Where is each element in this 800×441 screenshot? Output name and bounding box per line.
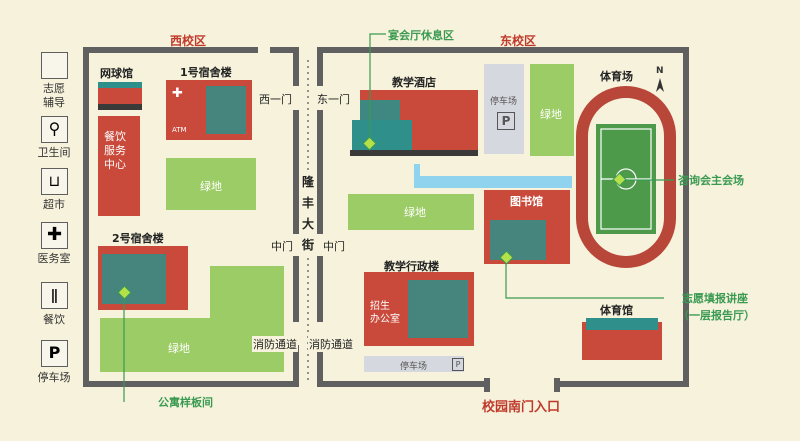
legend-label-restroom: 卫生间 [37, 146, 71, 159]
fork-knife-icon: ǁ [41, 282, 68, 309]
tennis-hall-label: 网球馆 [100, 67, 133, 80]
library-label: 图书馆 [510, 195, 543, 208]
gym-building [582, 318, 662, 360]
banquet-rest-area-callout: 宴会厅休息区 [388, 29, 454, 42]
legend-label-parking: 停车场 [37, 371, 71, 384]
dorm1-label: 1号宿舍楼 [180, 66, 232, 79]
parking-lot-north [484, 64, 524, 154]
legend-label-volunteer: 志愿 辅导 [43, 82, 65, 109]
lecture-hall-subtitle: （一层报告厅） [678, 309, 755, 322]
lawn-east-middle [348, 194, 474, 230]
fire-lane-east-label: 消防通道 [308, 336, 354, 352]
water-channel [414, 164, 572, 188]
callout-lines [123, 33, 674, 402]
admin-label: 教学行政楼 [384, 260, 439, 273]
apartment-sample-room-callout: 公寓样板间 [158, 396, 213, 409]
gym-label: 体育馆 [600, 304, 633, 317]
dorm2-label: 2号宿舍楼 [112, 232, 164, 245]
legend-label-dining: 餐饮 [43, 313, 65, 326]
middle-gate-west-label: 中门 [270, 238, 294, 254]
library-building [484, 190, 570, 264]
parking-south-label: 停车场 [400, 362, 428, 372]
lawn-east-middle-label: 绿地 [404, 206, 426, 219]
middle-gate-east-label: 中门 [322, 238, 346, 254]
stadium [576, 86, 676, 268]
parking-south-sign-icon: P [452, 358, 464, 371]
volunteer-icon [41, 52, 68, 79]
lawn-west-middle-label: 绿地 [200, 180, 222, 193]
parking-icon: P [41, 340, 68, 367]
tennis-hall [98, 82, 142, 110]
consultation-main-venue-callout: 咨询会主会场 [678, 174, 744, 187]
medical-cross-sign-icon: ✚ [172, 86, 183, 101]
medical-cross-icon: ✚ [41, 222, 68, 249]
north-arrow-icon [656, 78, 664, 92]
dining-center-label: 餐饮服务中心 [104, 130, 126, 171]
parking-north-label: 停车场 [490, 97, 518, 107]
stadium-label: 体育场 [600, 70, 633, 83]
application-lecture-callout: 志愿填报讲座 [682, 292, 748, 305]
lawn-east-north-label: 绿地 [540, 108, 562, 121]
south-gate-entrance-label: 校园南门入口 [482, 400, 561, 415]
north-label: N [656, 66, 664, 76]
lawn-west-middle [166, 158, 256, 210]
south-gate-pillar-right [554, 378, 560, 392]
street-label: 隆丰大街 [301, 172, 315, 256]
dorm2-building [98, 246, 188, 310]
admissions-office-label: 招生 办公室 [370, 301, 400, 325]
east-campus-wall [317, 47, 689, 387]
east-campus-title: 东校区 [500, 34, 537, 48]
hotel-label: 教学酒店 [392, 76, 436, 89]
parking-lot-south [364, 356, 464, 372]
west-campus-wall [83, 47, 299, 387]
cart-icon: ⊔ [41, 168, 68, 195]
east-gate-1-label: 东一门 [316, 91, 351, 107]
parking-north-sign-icon: P [497, 112, 515, 130]
callout-markers [117, 136, 627, 300]
legend-label-clinic: 医务室 [37, 252, 71, 265]
south-gate-pillar-left [484, 378, 490, 392]
restroom-icon: ⚲ [41, 116, 68, 143]
west-campus-title: 西校区 [170, 34, 207, 48]
atm-label: ATM [172, 126, 187, 134]
lawn-west-bottom [100, 266, 284, 372]
legend-label-supermarket: 超市 [43, 198, 65, 211]
dorm1-building [166, 80, 252, 140]
lawn-west-bottom-label: 绿地 [168, 342, 190, 355]
fire-lane-west-label: 消防通道 [252, 336, 298, 352]
lawn-east-north [530, 64, 574, 156]
west-gate-1-label: 西一门 [258, 91, 293, 107]
dining-center-building [98, 116, 140, 216]
admin-building [364, 272, 474, 346]
